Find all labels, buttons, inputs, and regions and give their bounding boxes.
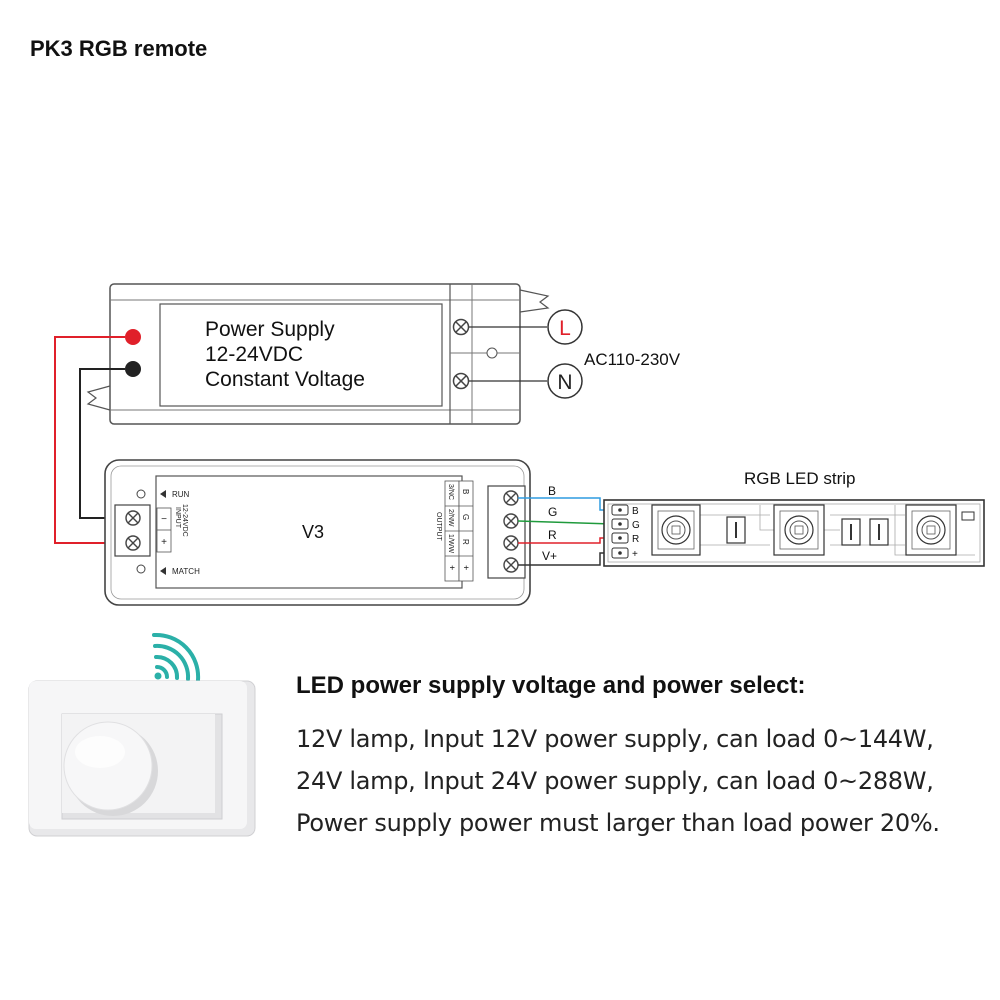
resistor	[726, 516, 746, 544]
black-wire	[79, 368, 125, 519]
dc-wires	[54, 336, 125, 544]
run-label: RUN	[172, 490, 190, 499]
pad-label-b: B	[632, 506, 639, 517]
dc-negative-terminal	[125, 361, 141, 377]
pad-label-r: R	[632, 534, 639, 545]
wire-label-g: G	[548, 505, 557, 519]
output-channel-4: +	[447, 565, 457, 570]
run-led-icon	[136, 489, 146, 499]
led-chip	[651, 504, 701, 556]
neutral-label: N	[557, 371, 572, 394]
output-label: OUTPUT	[435, 512, 442, 542]
pad-label-plus: +	[632, 549, 638, 560]
note-line-24v: 24V lamp, Input 24V power supply, can lo…	[296, 767, 934, 795]
live-terminal-icon	[547, 309, 583, 345]
led-chip	[905, 504, 957, 556]
note-line-margin: Power supply power must larger than load…	[296, 809, 940, 837]
match-label: MATCH	[172, 567, 200, 576]
output-channel-3: 1/WW	[447, 534, 454, 553]
dc-positive-terminal	[125, 329, 141, 345]
rgb-led-strip: RGB LED strip B G R +	[603, 469, 985, 567]
wire-label-vplus: V+	[542, 549, 557, 563]
red-wire	[54, 336, 125, 544]
power-notes: LED power supply voltage and power selec…	[296, 672, 996, 844]
notes-heading: LED power supply voltage and power selec…	[296, 672, 806, 699]
live-label: L	[559, 317, 571, 340]
wire-label-b: B	[548, 484, 556, 498]
output-letter-r: R	[461, 539, 470, 545]
power-supply-line3: Constant Voltage	[205, 368, 365, 391]
output-letter-plus: +	[461, 565, 471, 570]
led-strip-label: RGB LED strip	[744, 469, 855, 488]
blue-wire	[518, 497, 612, 511]
rgb-wires: B G R V+	[517, 484, 613, 566]
power-supply: Power Supply 12-24VDC Constant Voltage	[86, 283, 550, 425]
page-title: PK3 RGB remote	[30, 36, 208, 61]
red-rgb-wire	[518, 537, 612, 544]
ac-voltage-label: AC110-230V	[584, 350, 681, 369]
neutral-terminal-icon	[547, 363, 583, 399]
input-minus: −	[161, 514, 167, 525]
pk3-wall-remote	[28, 632, 256, 837]
output-letter-b: B	[461, 489, 470, 494]
wire-label-r: R	[548, 528, 557, 542]
input-plus: +	[161, 537, 167, 548]
output-channel-2: 2/NW	[447, 509, 454, 527]
input-label: INPUT	[174, 507, 181, 529]
input-voltage-label: 12-24VDC	[181, 504, 188, 537]
controller-v3: RUN MATCH − + INPUT 12-24VDC V3 OUTPUT 3…	[104, 459, 531, 606]
power-supply-line2: 12-24VDC	[205, 343, 303, 366]
run-arrow-icon	[160, 490, 166, 498]
controller-model: V3	[302, 522, 324, 542]
resistor	[869, 518, 889, 546]
output-channel-1: 3/NC	[447, 484, 454, 500]
power-supply-line1: Power Supply	[205, 318, 335, 341]
resistor	[841, 518, 861, 546]
output-letter-g: G	[461, 514, 470, 520]
match-led-icon	[136, 564, 146, 574]
led-chip	[773, 504, 825, 556]
wireless-signal-icon	[152, 632, 201, 682]
ac-input: L N AC110-230V	[469, 309, 681, 399]
match-arrow-icon	[160, 567, 166, 575]
green-wire	[517, 520, 613, 525]
strip-pads	[611, 504, 629, 559]
vplus-wire	[518, 552, 612, 566]
note-line-12v: 12V lamp, Input 12V power supply, can lo…	[296, 725, 934, 753]
pad-label-g: G	[632, 520, 640, 531]
